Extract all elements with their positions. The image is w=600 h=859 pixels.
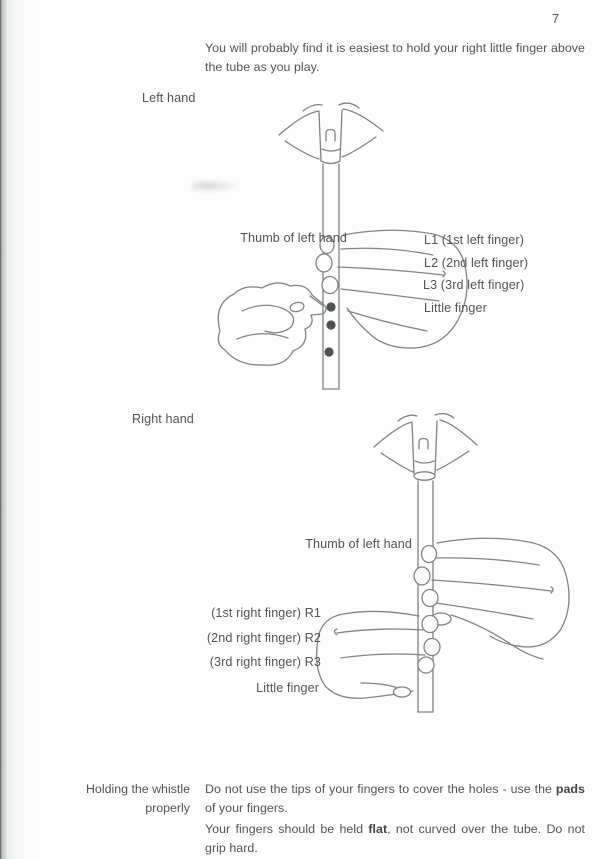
- finger-tip-r1: [421, 614, 439, 634]
- tube-holes: [324, 302, 336, 357]
- left-hand-heading: Left hand: [142, 91, 196, 105]
- label-l1: L1 (1st left finger): [424, 233, 524, 247]
- label-l3: L3 (3rd left finger): [423, 278, 525, 292]
- finger-hole: [326, 320, 336, 330]
- label-r1: (1st right finger) R1: [211, 606, 321, 620]
- intro-paragraph: You will probably find it is easiest to …: [205, 41, 585, 75]
- para1-bold-word: pads: [555, 782, 585, 796]
- label-thumb-left-hand: Thumb of left hand: [240, 231, 347, 245]
- right-hand-illustration: [315, 412, 570, 713]
- whistle-tube: [322, 163, 340, 390]
- finger-tip-r2: [423, 637, 441, 657]
- page-number: 7: [552, 11, 560, 26]
- lower-right-hand-drawing: [315, 610, 441, 699]
- para1-text: Do not use the tips of your fingers to c…: [205, 782, 556, 796]
- scan-smudge: [192, 178, 244, 194]
- right-hand-heading: Right hand: [132, 412, 194, 426]
- holding-heading: Holding the whistle properly: [85, 782, 190, 816]
- thumb-nail: [289, 301, 305, 313]
- thumb-tip: [319, 235, 335, 255]
- finger-hole: [324, 347, 334, 357]
- para1-text-end: of your fingers.: [205, 801, 288, 816]
- label-thumb-left-hand-2: Thumb of left hand: [305, 537, 412, 551]
- whistle-mouthpiece: [411, 420, 438, 481]
- finger-tip-r3: [417, 656, 435, 674]
- label-r3: (3rd right finger) R3: [209, 655, 321, 669]
- label-little-finger-left: Little finger: [424, 301, 487, 315]
- para2-text: Your fingers should be held: [205, 822, 369, 836]
- label-l2: L2 (2nd left finger): [424, 256, 529, 270]
- holding-paragraph-1: Do not use the tips of your fingers to c…: [205, 780, 585, 819]
- para2-bold-word: flat: [368, 822, 388, 836]
- right-fist-drawing: [217, 282, 327, 366]
- finger-tip: [413, 566, 431, 586]
- finger-tip: [421, 588, 439, 608]
- little-finger-tip: [392, 686, 412, 698]
- label-little-finger-right: Little finger: [256, 681, 319, 695]
- holding-paragraph-2: Your fingers should be held flat, not cu…: [205, 820, 585, 859]
- mouth-drawing: [278, 102, 384, 160]
- label-r2: (2nd right finger) R2: [206, 631, 321, 645]
- para2-text-end: , not curved over the tube. Do not grip …: [205, 822, 585, 856]
- whistle-mouthpiece: [318, 109, 343, 165]
- thumb-tip: [420, 544, 438, 564]
- finger-tip-l2: [321, 275, 339, 295]
- mouth-drawing: [373, 412, 478, 473]
- scan-edge-shadow: [0, 0, 42, 859]
- finger-tip-l1: [315, 253, 333, 273]
- finger-hole: [326, 302, 336, 312]
- left-hand-illustration: [217, 102, 468, 390]
- upper-left-hand-drawing: [315, 229, 468, 349]
